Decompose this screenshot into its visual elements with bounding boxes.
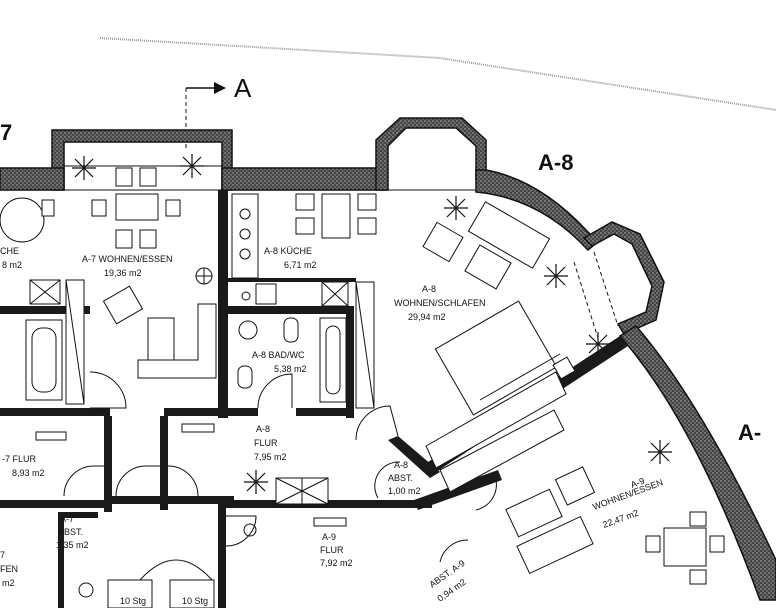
room-a8-flur-name: FLUR	[254, 438, 278, 448]
room-a7-abst-unit: A-7	[60, 514, 74, 524]
unit-label-a8: A-8	[538, 150, 573, 175]
room-a9-flur-unit: A-9	[322, 532, 336, 542]
room-a7-wohnen-name: A-7 WOHNEN/ESSEN	[82, 254, 173, 264]
room-a9-wohnen-unit: A-9	[629, 476, 646, 490]
room-a9-flur-name: FLUR	[320, 545, 344, 555]
room-a7-kueche-area: 8 m2	[2, 260, 22, 270]
plant-icons	[72, 154, 672, 494]
room-a8-wohnen-name: WOHNEN/SCHLAFEN	[394, 298, 486, 308]
room-left-7: 7	[0, 550, 5, 560]
door-swings	[63, 371, 497, 563]
room-a8-bad-area: 5,38 m2	[274, 364, 307, 374]
stairs-label-left: 10 Stg	[120, 596, 146, 606]
room-a7-abst-area: 1,35 m2	[56, 540, 89, 550]
unit-label-a7: 7	[0, 120, 12, 145]
unit-label-a9: A-	[738, 420, 761, 445]
room-a8-abst-area: 1,00 m2	[388, 486, 421, 496]
room-left-fen: FEN	[0, 564, 18, 574]
room-a8-abst-unit: A-8	[394, 460, 408, 470]
room-a8-wohnen-area: 29,94 m2	[408, 312, 446, 322]
room-a7-kueche-name: CHE	[0, 246, 19, 256]
room-a7-flur-name: -7 FLUR	[2, 454, 37, 464]
room-a8-kueche-area: 6,71 m2	[284, 260, 317, 270]
room-a7-abst-name: ABST.	[58, 527, 83, 537]
exterior-walls	[0, 117, 776, 601]
room-a8-kueche-name: A-8 KÜCHE	[264, 246, 312, 256]
room-left-fen-area: m2	[2, 578, 15, 588]
room-a8-flur-area: 7,95 m2	[254, 452, 287, 462]
paper-edge	[99, 37, 776, 111]
stairs-label-right: 10 Stg	[182, 596, 208, 606]
room-a8-abst-name: ABST.	[388, 473, 413, 483]
room-a7-flur-area: 8,93 m2	[12, 468, 45, 478]
room-a7-wohnen-area: 19,36 m2	[104, 268, 142, 278]
room-a9-wohnen-name: WOHNEN/ESSEN	[591, 477, 664, 512]
section-marker-label: A	[234, 73, 252, 103]
room-a8-bad-name: A-8 BAD/WC	[252, 350, 305, 360]
room-a8-wohnen-unit: A-8	[422, 284, 436, 294]
room-a8-flur-unit: A-8	[256, 424, 270, 434]
room-a9-flur-area: 7,92 m2	[320, 558, 353, 568]
furniture	[0, 167, 725, 608]
room-a9-wohnen-area: 22,47 m2	[601, 508, 640, 530]
